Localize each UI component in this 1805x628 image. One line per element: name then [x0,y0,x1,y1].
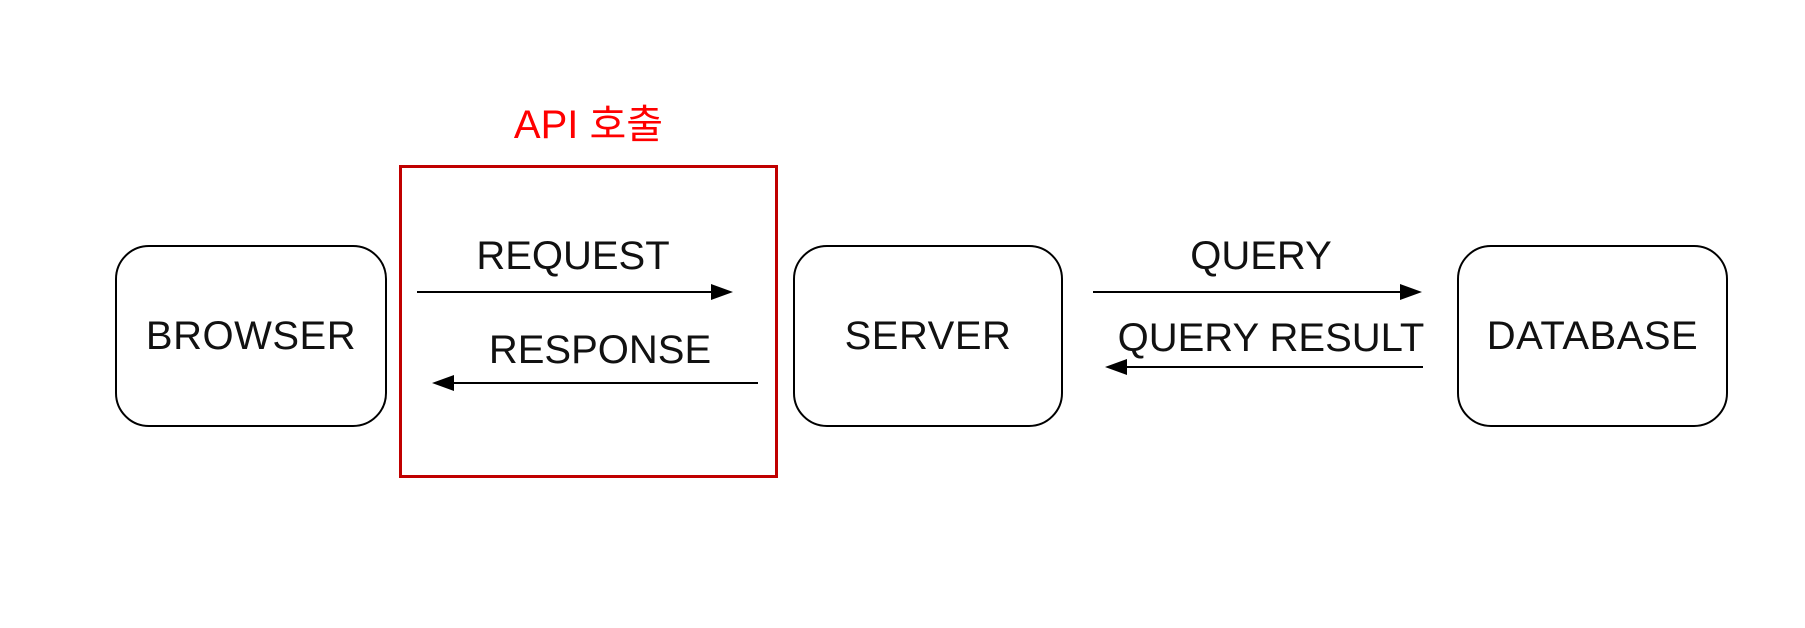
api-call-label: API 호출 [513,103,664,147]
flow-label-request: REQUEST [476,234,670,278]
flow-label-query: QUERY [1190,234,1332,278]
query-result-arrow-head-left-icon [1105,359,1127,375]
api-call-annotation-box [399,165,778,478]
node-database: DATABASE [1457,245,1728,427]
node-browser: BROWSER [115,245,387,427]
node-browser-label: BROWSER [145,313,357,358]
node-database-label: DATABASE [1486,313,1699,358]
flow-label-response: RESPONSE [488,328,712,372]
query-arrow-line [1093,291,1402,293]
response-arrow-head-left-icon [432,375,454,391]
response-arrow-line [452,382,758,384]
query-arrow-head-right-icon [1400,284,1422,300]
request-arrow-head-right-icon [711,284,733,300]
node-server: SERVER [793,245,1063,427]
flow-label-query-result: QUERY RESULT [1117,316,1425,360]
query-result-arrow-line [1125,366,1423,368]
node-server-label: SERVER [844,313,1012,358]
request-arrow-line [417,291,713,293]
